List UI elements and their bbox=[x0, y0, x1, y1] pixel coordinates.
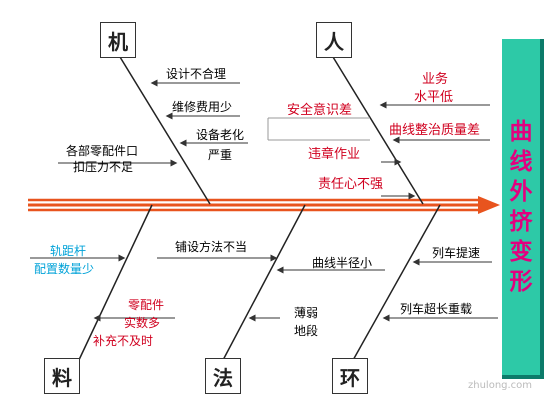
cause-person-5: 违章作业 bbox=[308, 147, 361, 162]
category-box-method: 法 bbox=[205, 358, 241, 394]
effect-char-1: 曲 bbox=[509, 118, 533, 145]
cause-material-4: 实数多 bbox=[124, 316, 161, 330]
effect-char-6: 形 bbox=[509, 268, 533, 295]
cause-method-3: 薄弱 bbox=[294, 306, 319, 320]
main-spine bbox=[28, 196, 500, 214]
cause-person-4: 安全意识差 bbox=[287, 103, 353, 118]
effect-char-5: 变 bbox=[509, 238, 533, 265]
cause-machine-6: 扣压力不足 bbox=[73, 160, 134, 174]
major-bones bbox=[77, 56, 441, 363]
cause-person-6: 责任心不强 bbox=[318, 177, 384, 192]
cause-machine-2: 维修费用少 bbox=[172, 100, 233, 114]
category-box-machine: 机 bbox=[100, 22, 136, 58]
cause-machine-4: 严重 bbox=[208, 148, 233, 162]
effect-char-4: 挤 bbox=[509, 208, 533, 235]
effect-char-3: 外 bbox=[509, 178, 533, 205]
effect-box: 曲 线 外 挤 变 形 bbox=[502, 39, 544, 379]
category-box-environment: 环 bbox=[332, 358, 368, 394]
watermark: zhulong.com bbox=[468, 380, 533, 391]
cause-method-1: 铺设方法不当 bbox=[175, 240, 248, 254]
cause-material-2: 配置数量少 bbox=[34, 262, 95, 276]
cause-material-1: 轨距杆 bbox=[50, 244, 87, 258]
cause-environment-1: 列车提速 bbox=[432, 246, 481, 260]
effect-char-2: 线 bbox=[509, 148, 533, 175]
method-cause-arrows bbox=[157, 254, 385, 322]
category-box-material: 料 bbox=[44, 358, 80, 394]
category-box-person: 人 bbox=[316, 22, 352, 58]
environment-cause-arrows bbox=[382, 258, 498, 322]
material-cause-arrows bbox=[30, 254, 175, 322]
person-cause-arrows bbox=[267, 101, 490, 200]
cause-person-1: 业务 bbox=[422, 72, 449, 87]
cause-method-2: 曲线半径小 bbox=[312, 256, 373, 270]
cause-environment-2: 列车超长重载 bbox=[400, 302, 473, 316]
cause-method-4: 地段 bbox=[294, 324, 319, 338]
cause-machine-1: 设计不合理 bbox=[166, 67, 227, 81]
cause-person-2: 水平低 bbox=[414, 90, 454, 105]
machine-cause-arrows bbox=[58, 79, 248, 167]
cause-material-5: 补充不及时 bbox=[93, 334, 154, 348]
cause-person-3: 曲线整治质量差 bbox=[389, 123, 481, 138]
cause-machine-5: 各部零配件口 bbox=[66, 144, 139, 158]
cause-material-3: 零配件 bbox=[128, 298, 165, 312]
cause-machine-3: 设备老化 bbox=[196, 128, 245, 142]
